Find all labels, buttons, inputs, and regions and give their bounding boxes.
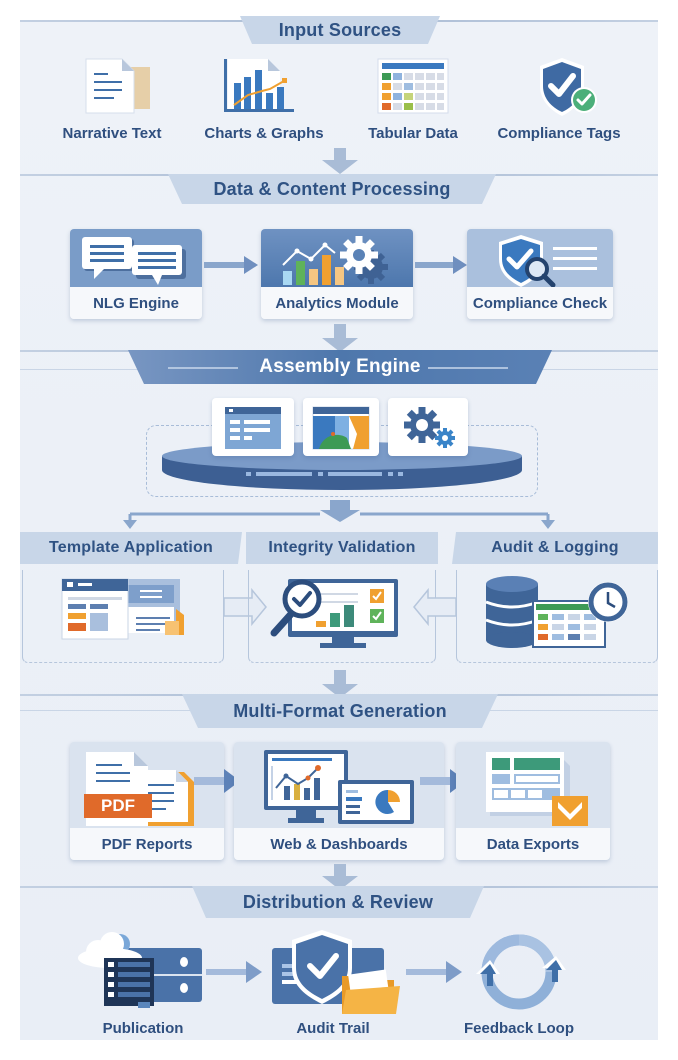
banner-assembly-engine: Assembly Engine bbox=[128, 350, 552, 384]
chat-bubbles-icon bbox=[82, 235, 192, 290]
analytics-gear-icon bbox=[279, 233, 403, 292]
banner-title: Data & Content Processing bbox=[213, 178, 451, 199]
banner-distribution: Distribution & Review bbox=[192, 886, 484, 918]
connector-arrow-left bbox=[413, 587, 457, 627]
label-charts-graphs: Charts & Graphs bbox=[204, 125, 324, 142]
flow-arrow-right bbox=[406, 961, 462, 983]
pdf-badge: PDF bbox=[101, 796, 135, 815]
pdf-icon bbox=[84, 750, 204, 831]
card-label: Compliance Check bbox=[467, 287, 613, 319]
flow-arrow-down bbox=[322, 670, 358, 698]
form-layout-icon bbox=[212, 398, 294, 456]
branch-title: Audit & Logging bbox=[491, 539, 619, 556]
card-label: Web & Dashboards bbox=[234, 828, 444, 860]
cloud-server-icon bbox=[76, 928, 206, 1012]
card-web-dashboards: Web & Dashboards bbox=[234, 742, 444, 860]
banner-generation: Multi-Format Generation bbox=[182, 694, 498, 728]
shield-search-icon bbox=[497, 233, 607, 294]
label-feedback-loop: Feedback Loop bbox=[463, 1020, 575, 1037]
layout-chart-icon bbox=[303, 398, 379, 456]
label-narrative-text: Narrative Text bbox=[62, 125, 162, 142]
banner-title: Input Sources bbox=[278, 19, 402, 40]
card-label: Data Exports bbox=[456, 828, 610, 860]
banner-title: Assembly Engine bbox=[259, 356, 421, 377]
branch-arrows bbox=[120, 500, 560, 530]
card-pdf-reports: PDF PDF Reports bbox=[70, 742, 224, 860]
flow-arrow-down bbox=[322, 148, 358, 174]
card-analytics-module: Analytics Module bbox=[261, 229, 413, 319]
card-label: Analytics Module bbox=[261, 287, 413, 319]
label-audit-trail: Audit Trail bbox=[296, 1020, 370, 1037]
flow-arrow-down bbox=[322, 864, 358, 890]
flow-arrow-right bbox=[415, 256, 467, 274]
table-icon bbox=[377, 58, 449, 115]
label-publication: Publication bbox=[102, 1020, 184, 1037]
banner-title: Distribution & Review bbox=[242, 891, 434, 912]
card-compliance-check: Compliance Check bbox=[467, 229, 613, 319]
dashboard-icon bbox=[262, 748, 422, 833]
branch-header-audit: Audit & Logging bbox=[452, 532, 658, 564]
branch-title: Template Application bbox=[48, 539, 213, 556]
flow-arrow-down bbox=[322, 324, 358, 352]
branch-title: Integrity Validation bbox=[268, 539, 416, 556]
flow-arrow-right bbox=[206, 961, 262, 983]
card-data-exports: Data Exports bbox=[456, 742, 610, 860]
cycle-arrows-icon bbox=[466, 930, 572, 1014]
banner-title: Multi-Format Generation bbox=[233, 700, 447, 721]
gears-icon bbox=[388, 398, 468, 456]
branch-header-template: Template Application bbox=[20, 532, 242, 564]
banner-processing: Data & Content Processing bbox=[168, 174, 496, 204]
card-nlg-engine: NLG Engine bbox=[70, 229, 202, 319]
card-label: PDF Reports bbox=[70, 828, 224, 860]
label-compliance-tags: Compliance Tags bbox=[497, 125, 621, 142]
label-tabular-data: Tabular Data bbox=[368, 125, 458, 142]
database-clock-icon bbox=[484, 574, 634, 650]
document-icon bbox=[82, 57, 154, 117]
template-icon bbox=[61, 577, 194, 641]
card-label: NLG Engine bbox=[70, 287, 202, 319]
bar-chart-icon bbox=[224, 57, 310, 117]
shield-folder-icon bbox=[272, 928, 410, 1014]
flow-arrow-right bbox=[204, 256, 258, 274]
monitor-validation-icon bbox=[268, 575, 400, 651]
banner-input-sources: Input Sources bbox=[240, 16, 440, 44]
branch-header-integrity: Integrity Validation bbox=[246, 532, 438, 564]
flow-arrow-right bbox=[194, 769, 240, 793]
branch-box bbox=[456, 570, 658, 663]
export-icon bbox=[486, 752, 596, 831]
connector-arrow-right bbox=[223, 587, 267, 627]
shield-check-icon bbox=[536, 56, 602, 118]
